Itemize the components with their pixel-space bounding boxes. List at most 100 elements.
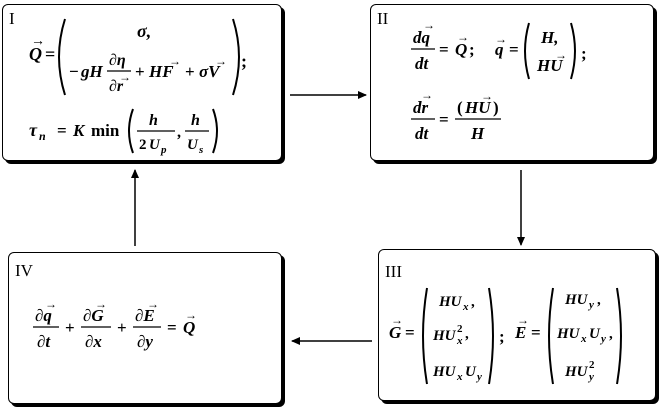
svg-text:Q: Q [29, 44, 42, 64]
svg-text:→: → [95, 299, 107, 311]
svg-text:G: G [389, 323, 402, 342]
svg-text:+: + [185, 62, 195, 81]
equation-g-e-vectors: G → = HU x , HU 2 x , HU x U y ; E → = H… [389, 287, 622, 385]
svg-text:HU: HU [564, 292, 589, 308]
box-label-4: IV [15, 261, 33, 280]
svg-text:U: U [149, 137, 161, 153]
svg-text:∂r: ∂r [109, 78, 124, 95]
svg-text:→: → [169, 54, 181, 68]
svg-text:p: p [160, 144, 167, 156]
svg-text:gH: gH [80, 62, 104, 81]
svg-text:HU: HU [536, 56, 563, 75]
svg-text:→: → [457, 30, 469, 44]
svg-text:,: , [609, 326, 613, 342]
svg-text:(: ( [457, 98, 463, 117]
svg-text:=: = [167, 318, 177, 337]
svg-text:): ) [493, 98, 499, 117]
svg-text:=: = [45, 44, 55, 64]
svg-text:x: x [462, 301, 469, 313]
svg-text:U: U [589, 326, 601, 342]
svg-text:→: → [45, 299, 57, 311]
svg-text:2: 2 [457, 323, 463, 335]
svg-text:K: K [72, 121, 86, 140]
svg-text:;: ; [241, 51, 247, 71]
box-label-1: I [9, 9, 15, 28]
svg-text:=: = [439, 40, 449, 59]
svg-text:E: E [514, 323, 526, 342]
svg-text:y: y [587, 371, 594, 383]
equation-conservation: ∂q → ∂t + ∂G → ∂x + ∂E → ∂y = Q → [33, 299, 197, 351]
svg-text:Q: Q [183, 318, 195, 337]
svg-text:x: x [580, 333, 587, 345]
box-step-2: II dq → dt = Q → ; q → = H, HU → ; dr → … [370, 4, 654, 161]
svg-text:−: − [69, 62, 79, 81]
svg-text:HU: HU [564, 364, 589, 380]
svg-text:y: y [475, 371, 482, 383]
svg-text:→: → [391, 313, 403, 327]
svg-text:σV: σV [199, 62, 221, 81]
svg-text:∂x: ∂x [85, 332, 102, 351]
box-label-3: III [385, 262, 402, 281]
svg-text:→: → [517, 313, 529, 327]
svg-text:=: = [531, 323, 541, 342]
svg-text:n: n [39, 129, 46, 143]
svg-text:→: → [481, 89, 493, 103]
svg-text:h: h [191, 112, 200, 129]
svg-text:H,: H, [540, 28, 558, 47]
svg-text:Q: Q [455, 40, 467, 59]
svg-text:∂t: ∂t [37, 332, 51, 351]
svg-text:HU: HU [556, 326, 581, 342]
equation-q-source: Q → = σ, − gH ∂η ∂r → + HF → + σV → ; [29, 18, 247, 96]
svg-text:dq: dq [413, 28, 431, 47]
svg-text:y: y [599, 333, 606, 345]
svg-text:∂G: ∂G [83, 306, 104, 325]
svg-text:U: U [465, 364, 477, 380]
svg-text:,: , [465, 326, 469, 342]
svg-text:+: + [117, 318, 127, 337]
equation-dr-dt: dr → dt = ( HU → ) H [411, 88, 501, 143]
svg-text:→: → [555, 48, 567, 62]
svg-text:∂η: ∂η [109, 52, 126, 69]
equation-tau: τ n = K min h 2 U p , h U s [29, 108, 218, 156]
svg-text:,: , [597, 292, 601, 308]
svg-text:=: = [509, 40, 519, 59]
svg-text:∂E: ∂E [135, 306, 155, 325]
svg-text:;: ; [469, 40, 475, 59]
box-step-3: III G → = HU x , HU 2 x , HU x U y ; E →… [378, 249, 656, 401]
equation-dq-dt: dq → dt = Q → ; q → = H, HU → ; [411, 18, 587, 80]
svg-text:∂y: ∂y [137, 332, 153, 351]
svg-text:HU: HU [438, 294, 463, 310]
svg-text:dt: dt [415, 124, 430, 143]
svg-text:→: → [31, 34, 45, 49]
svg-text:,: , [177, 124, 181, 141]
svg-text:HF: HF [148, 62, 174, 81]
svg-text:→: → [423, 18, 435, 32]
svg-text:HU: HU [432, 328, 457, 344]
svg-text:x: x [456, 335, 463, 347]
box-label-2: II [377, 9, 389, 28]
box-step-4: IV ∂q → ∂t + ∂G → ∂x + ∂E → ∂y = Q → [8, 252, 282, 404]
svg-text:→: → [215, 54, 227, 68]
svg-text:+: + [135, 62, 145, 81]
svg-text:τ: τ [29, 120, 38, 140]
svg-text:→: → [147, 299, 159, 311]
svg-text:;: ; [499, 327, 505, 346]
svg-text:x: x [456, 371, 463, 383]
svg-text:,: , [471, 294, 475, 310]
svg-text:→: → [421, 88, 433, 102]
svg-text:HU: HU [464, 98, 491, 117]
svg-text:dt: dt [415, 54, 430, 73]
svg-text:h: h [149, 112, 158, 129]
svg-text:dr: dr [413, 98, 429, 117]
svg-text:=: = [57, 121, 67, 140]
svg-text:y: y [587, 299, 594, 311]
svg-text:→: → [495, 32, 507, 46]
svg-text:2: 2 [139, 137, 147, 153]
svg-text:+: + [65, 318, 75, 337]
svg-text:∂q: ∂q [35, 306, 52, 325]
svg-text:;: ; [581, 44, 587, 63]
svg-text:=: = [405, 323, 415, 342]
svg-text:2: 2 [589, 359, 595, 371]
svg-text:=: = [439, 110, 449, 129]
box-step-1: I Q → = σ, − gH ∂η ∂r → + HF → + σV → ; … [2, 4, 282, 161]
